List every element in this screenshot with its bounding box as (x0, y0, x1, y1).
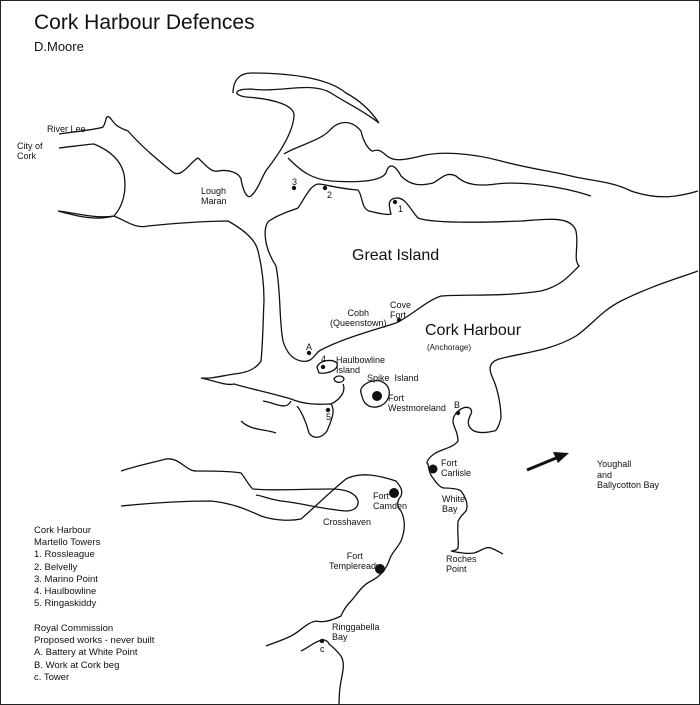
direction-arrow-head (553, 452, 569, 463)
label-cork-harbour: Cork Harbour (425, 322, 522, 339)
label-marker-a: A (306, 342, 313, 352)
label-marker-3: 3 (292, 177, 298, 187)
marker-fort-westmoreland (372, 391, 382, 401)
label-marker-5: 5 (326, 412, 332, 422)
small-island (333, 375, 345, 384)
coastline-channel-north (287, 157, 592, 197)
map-author: D.Moore (34, 39, 84, 54)
legend-item: 1. Rossleague (34, 549, 95, 561)
marker-martello-2 (322, 185, 328, 191)
legend-subheading: Proposed works - never built (34, 635, 155, 647)
legend-royal-commission: Royal Commission Proposed works - never … (34, 623, 154, 684)
label-marker-c: c (320, 644, 325, 654)
label-city-of-cork: City of Cork (17, 141, 43, 161)
label-ringabella-bay: Ringgabella Bay (332, 622, 380, 642)
label-river-lee: River Lee (47, 124, 86, 134)
label-fort-camden: Fort Camden (373, 491, 408, 511)
label-lough-maran: Lough Maran (201, 186, 227, 206)
label-marker-4: 4 (321, 354, 327, 364)
label-spike-island: Spike Island (367, 373, 419, 383)
legend-item: 3. Marino Point (34, 573, 98, 585)
label-fort-templeready: Fort Templeready (329, 551, 381, 571)
legend-item: 2. Belvelly (34, 561, 78, 573)
marker-work-b (455, 410, 461, 416)
coastline-crosshaven-north (120, 458, 359, 512)
direction-arrow (526, 454, 562, 472)
legend-heading: Royal Commission (34, 623, 114, 634)
label-crosshaven: Crosshaven (323, 517, 372, 527)
label-youghall-ballycotton: Youghall and Ballycotton Bay (597, 459, 660, 490)
coastline-ringabella (300, 639, 344, 704)
marker-tower-c (319, 638, 325, 644)
legend-item: B. Work at Cork beg (34, 659, 120, 671)
label-great-island: Great Island (352, 247, 440, 264)
marker-fort-carlisle (428, 464, 438, 474)
coastline-great-island (264, 183, 580, 363)
spike-island (360, 380, 390, 408)
coastline-west-harbour (57, 210, 334, 438)
marker-cove-fort (396, 317, 402, 323)
marker-martello-1 (392, 199, 398, 205)
label-marker-b: B (454, 400, 461, 410)
coastline-lee-north (58, 72, 380, 198)
coastline-crosshaven-south (120, 474, 406, 647)
map-title: Cork Harbour Defences (34, 11, 255, 34)
haulbowline-island (316, 359, 338, 374)
legend-item: 5. Ringaskiddy (34, 598, 97, 610)
label-roches-point: Roches Point (446, 554, 477, 574)
legend-subheading: Martello Towers (34, 537, 101, 549)
marker-fort-templeready (375, 564, 385, 574)
marker-fort-camden (389, 488, 399, 498)
label-anchorage: (Anchorage) (427, 343, 472, 352)
marker-battery-a (306, 350, 312, 356)
label-marker-1: 1 (398, 204, 404, 214)
coastline-east-harbour (426, 380, 504, 555)
legend-heading: Cork Harbour (34, 525, 92, 536)
legend-item: 4. Haulbowline (34, 586, 97, 598)
marker-martello-5 (325, 407, 331, 413)
label-white-bay: White Bay (442, 494, 466, 514)
label-fort-westmoreland: Fort Westmoreland (388, 393, 446, 413)
label-haulbowline-island: Haulbowline Island (336, 355, 386, 375)
coastline-lee-south (57, 143, 126, 218)
label-cobh: Cobh (Queenstown) (330, 308, 387, 328)
legend-item: A. Battery at White Point (34, 647, 138, 659)
label-marker-2: 2 (327, 190, 333, 200)
coastline-east-upper (489, 270, 699, 382)
legend-martello-towers: Cork Harbour Martello Towers 1. Rossleag… (34, 525, 100, 610)
label-fort-carlisle: Fort Carlisle (441, 458, 472, 478)
coastline-ringaskiddy (240, 383, 345, 434)
legend-item: c. Tower (34, 671, 70, 683)
marker-martello-3 (291, 185, 297, 191)
label-cove-fort: Cove Fort (390, 300, 412, 320)
coastline-north-inlet (283, 121, 699, 198)
marker-martello-4 (320, 364, 326, 370)
